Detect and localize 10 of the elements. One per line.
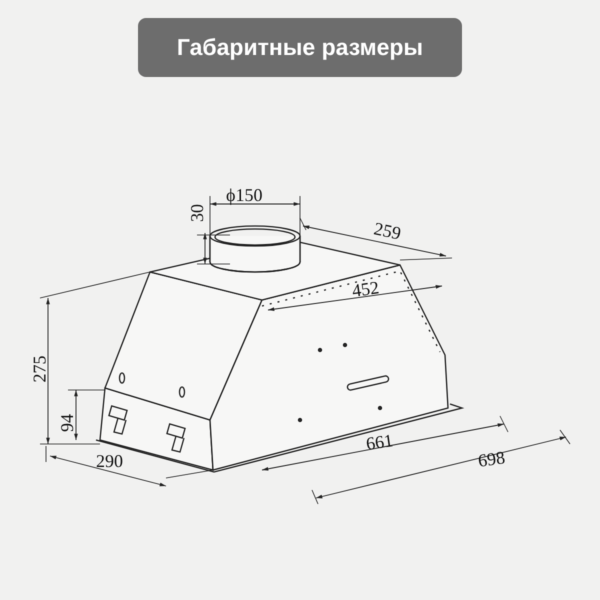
dimension-label: ϕ150	[226, 186, 262, 204]
dimension-label: 698	[476, 448, 506, 470]
dimension-label: 290	[96, 452, 123, 470]
title: Габаритные размеры	[176, 33, 424, 62]
dimension-label: 275	[30, 356, 48, 382]
dimension-label: 259	[372, 219, 403, 243]
dimension-label: 661	[364, 431, 394, 453]
dimension-label: 94	[58, 414, 76, 432]
dimension-label: 30	[188, 204, 206, 222]
dimension-label: 452	[350, 278, 380, 300]
